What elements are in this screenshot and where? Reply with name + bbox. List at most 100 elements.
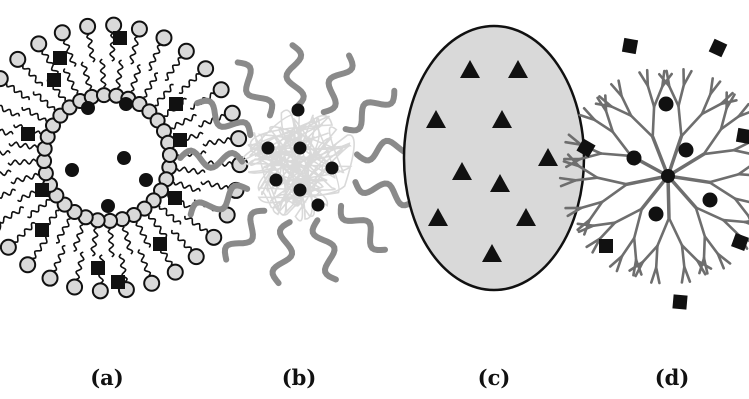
dendrimer-branch bbox=[709, 77, 715, 96]
lipid-tail bbox=[154, 83, 174, 107]
lipid-tail bbox=[0, 188, 17, 200]
polymeric-micelle-icon bbox=[177, 42, 421, 287]
dendrimer-branch bbox=[566, 206, 583, 218]
lipid-head bbox=[30, 35, 48, 53]
lipid-tail bbox=[164, 56, 182, 81]
dendrimer-branch bbox=[620, 94, 633, 117]
surface-ligand-square bbox=[735, 127, 749, 145]
dendrimer-branch bbox=[700, 102, 723, 116]
dendrimer-branch bbox=[592, 221, 617, 227]
lipid-tail bbox=[121, 226, 134, 255]
dendrimer-branch bbox=[558, 176, 578, 182]
lipid-tail bbox=[62, 39, 77, 68]
dendrimer-branch bbox=[576, 218, 592, 232]
drug-square bbox=[35, 223, 49, 237]
dendrimer-branch bbox=[646, 84, 656, 108]
lipid-head bbox=[143, 274, 161, 292]
polymer-chain bbox=[342, 87, 398, 134]
drug-dot bbox=[311, 198, 325, 212]
dendrimer-branch bbox=[737, 102, 749, 118]
lipid-tail bbox=[202, 136, 232, 147]
surface-ligand-square bbox=[621, 37, 639, 55]
lipid-tail bbox=[0, 206, 25, 224]
lipid-tail bbox=[170, 229, 193, 251]
surface-ligand-square bbox=[576, 138, 596, 158]
lipid-tail bbox=[158, 205, 182, 225]
lipid-head bbox=[205, 228, 223, 246]
dendrimer-branch bbox=[709, 80, 722, 96]
lipid-tail bbox=[80, 61, 93, 90]
dendrimer-branch bbox=[733, 197, 749, 218]
dendrimer-branch bbox=[737, 111, 749, 118]
lipid-tail bbox=[176, 166, 206, 175]
dendrimer-branch bbox=[617, 79, 623, 98]
drug-square bbox=[153, 237, 167, 251]
lipid-tail bbox=[63, 68, 79, 95]
dendrimer-branch bbox=[608, 254, 624, 268]
drug-triangle bbox=[426, 110, 446, 128]
lipid-head bbox=[130, 20, 148, 38]
lipid-tail bbox=[0, 104, 21, 117]
dendrimer-branch bbox=[598, 95, 613, 108]
lipid-head bbox=[0, 70, 9, 88]
dendrimer-icon bbox=[558, 37, 749, 310]
lipid-tail bbox=[0, 149, 11, 156]
drug-dot bbox=[117, 151, 131, 165]
polymer-chain bbox=[309, 217, 339, 283]
polymer-chain bbox=[194, 97, 254, 139]
dendrimer-branch bbox=[737, 172, 749, 177]
lipid-head bbox=[212, 81, 230, 99]
dendrimer-branch bbox=[574, 176, 599, 182]
lipid-tail bbox=[148, 44, 161, 72]
lipid-tail bbox=[178, 72, 200, 95]
lipid-tail bbox=[5, 83, 30, 101]
dendrimer-branch bbox=[708, 172, 741, 184]
drug-triangle bbox=[538, 148, 558, 166]
lipid-tail bbox=[173, 181, 201, 192]
polymer-chain bbox=[234, 59, 276, 119]
dendrimer-branch bbox=[667, 85, 680, 108]
drug-square bbox=[21, 127, 35, 141]
dendrimer-core bbox=[661, 169, 675, 183]
lipid-head bbox=[230, 130, 248, 148]
dendrimer-branch bbox=[600, 183, 629, 204]
dendrimer-branch bbox=[585, 237, 602, 249]
lipid-tail bbox=[32, 235, 50, 260]
dendrimer-branch bbox=[703, 235, 720, 256]
drug-square bbox=[91, 261, 105, 275]
dendrimer-branch bbox=[719, 115, 740, 131]
surface-ligand-square bbox=[672, 294, 688, 310]
dendrimer-branch bbox=[598, 221, 617, 240]
dendrimer-branch bbox=[654, 266, 661, 285]
surface-ligand-square bbox=[708, 38, 728, 58]
polymer-chain bbox=[187, 182, 251, 218]
drug-dot bbox=[261, 141, 275, 155]
dendrimer-branch bbox=[682, 69, 693, 87]
lipid-tail bbox=[107, 228, 115, 258]
dendrimer-branch bbox=[677, 83, 686, 108]
dendrimer-branch bbox=[567, 133, 583, 146]
drug-dot bbox=[678, 142, 694, 158]
lipid-tail bbox=[143, 72, 159, 98]
drug-triangle bbox=[490, 174, 510, 192]
drug-triangle bbox=[452, 162, 472, 180]
liposome-icon bbox=[0, 16, 249, 300]
dendrimer-branch bbox=[721, 218, 747, 224]
dendrimer-branch bbox=[721, 218, 741, 237]
dendrimer-branch bbox=[725, 93, 736, 110]
dendrimer-branch bbox=[615, 254, 624, 273]
dendrimer-branch bbox=[649, 266, 658, 284]
dendrimer-branch bbox=[645, 68, 650, 88]
panel-label-d: (d) bbox=[655, 365, 690, 390]
lipid-head bbox=[41, 269, 59, 287]
drug-dot bbox=[291, 103, 305, 117]
dendrimer-branch bbox=[632, 207, 644, 240]
dendrimer-branch bbox=[667, 216, 684, 247]
dendrimer-branch bbox=[665, 69, 671, 88]
lipid-head bbox=[161, 146, 178, 163]
lipid-head bbox=[9, 50, 27, 68]
dendrimer-branch bbox=[609, 83, 623, 98]
dendrimer-branch bbox=[737, 165, 749, 176]
polymer-chain bbox=[283, 42, 307, 111]
